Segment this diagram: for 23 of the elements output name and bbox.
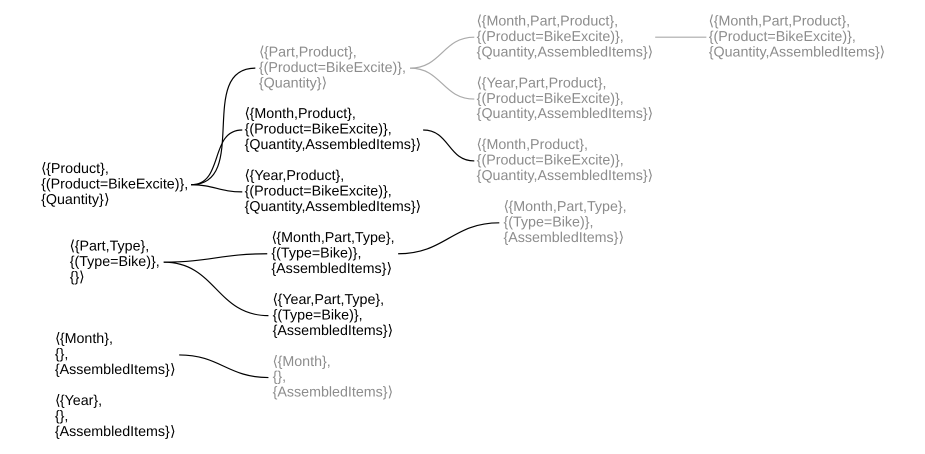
node-text: ⟨{Product}, {(Product=BikeExcite)}, {Quantity}⟩ <box>40 160 188 208</box>
connector <box>178 354 268 378</box>
connector <box>163 262 268 316</box>
connector <box>398 222 499 254</box>
connector <box>422 129 474 162</box>
node-text: ⟨{Year,Part,Type}, {(Type=Bike)}, {AssembledItems}⟩ <box>272 292 392 339</box>
node-text: ⟨{Year,Product}, {(Product=BikeExcite)}, {Quantity,AssembledItems}⟩ <box>244 168 420 216</box>
connector <box>190 129 242 186</box>
node-text: ⟨{Month,Part,Type}, {(Type=Bike)}, {AssembledItems}⟩ <box>270 230 394 277</box>
node-text: ⟨{Month,Part,Product}, {(Product=BikeExcite)}, {Quantity,AssembledItems}⟩ <box>708 13 884 60</box>
node-text: ⟨{Month,Part,Type}, {(Type=Bike)}, {AssembledItems}⟩ <box>502 199 626 246</box>
node-text: ⟨{Month,Product}, {(Product=BikeExcite)}, {Quantity,AssembledItems}⟩ <box>476 137 652 184</box>
node-text: ⟨{Year}, {}, {AssembledItems}⟩ <box>54 393 174 440</box>
connector <box>654 36 706 38</box>
node-text: ⟨{Part,Type}, {(Type=Bike)}, {}⟩ <box>69 238 160 286</box>
node-text: ⟨{Month,Product}, {(Product=BikeExcite)}, {Quantity,AssembledItems}⟩ <box>244 106 420 154</box>
connector <box>190 184 242 192</box>
node-text: ⟨{Month}, {}, {AssembledItems}⟩ <box>272 354 392 401</box>
connector <box>410 68 474 100</box>
node-text: ⟨{Part,Product}, {(Product=BikeExcite)}, {Quantity}⟩ <box>258 44 406 92</box>
node-text: ⟨{Month,Part,Product}, {(Product=BikeExcite)}, {Quantity,AssembledItems}⟩ <box>476 13 652 60</box>
node-text: ⟨{Year,Part,Product}, {(Product=BikeExcite)}, {Quantity,AssembledItems}⟩ <box>476 75 652 122</box>
node-text: ⟨{Month}, {}, {AssembledItems}⟩ <box>54 331 174 378</box>
